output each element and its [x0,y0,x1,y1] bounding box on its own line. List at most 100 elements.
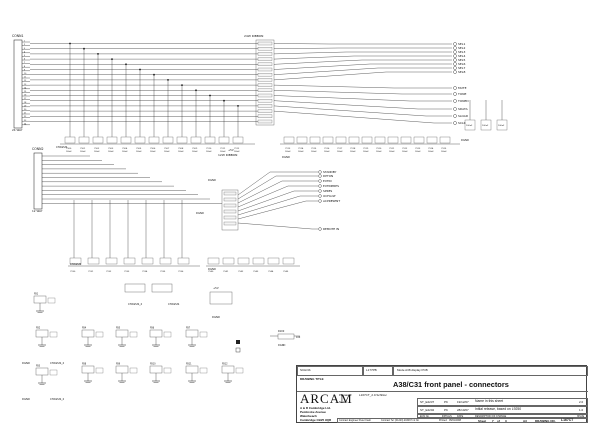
cap-id: C132 [106,271,112,273]
cap-body [105,257,118,265]
junction-dot [111,58,113,60]
ferrite-body [221,365,235,374]
net-label-sel7: SEL7 [458,66,465,70]
cap-id: C113 [285,148,291,150]
decoupling-cap [49,369,58,376]
net-label-sel4: SEL4 [458,54,465,58]
cap-body [413,136,425,144]
net-label-extin: EXTIN [323,179,332,183]
net-label-remote-in: REMOTE IN [323,227,339,231]
chassis-label-mid: CHASSIS [168,302,180,306]
pin-number: 16 [24,95,27,97]
net-port [318,194,322,198]
ferrite-label: FB9 [116,363,121,366]
right-cap-body [464,119,476,131]
cap-id: C141 [223,271,229,273]
cap-value: 100nF [363,151,369,153]
cap-id: C140 [208,271,214,273]
pin-number: 21 [24,113,26,115]
cap-id: C112 [234,148,240,150]
cap-id: C114 [298,148,304,150]
cap-body [92,136,104,144]
pin-number: 1 [24,41,25,43]
ferrite-label: FB1 [34,293,39,296]
net-label-acpresent: ACPRESENT [323,199,340,203]
printed-label: Printed: [439,419,448,422]
ferrite-label: FB5 [116,327,121,330]
net-port [453,54,457,58]
cap-id: C116 [324,148,330,150]
cap-body [222,257,235,265]
ferrite-label: FB2 [36,327,41,330]
resistor-element [257,78,273,82]
resistor-element [223,191,237,196]
cap-id: C107 [164,148,170,150]
cap-id: C143 [253,271,259,273]
pin-number: 2 [24,44,25,46]
right-cap-value: 100nF [482,125,489,127]
sheet-no: 7 [492,418,494,423]
cap-body [252,257,265,265]
cap-id: C109 [192,148,198,150]
fanout-wire [273,105,427,117]
net-port [453,92,457,96]
cap-body [282,257,295,265]
rev1-issue: 2.0 [579,400,584,404]
net-label-sel6: SEL6 [458,62,465,66]
cap-value: 100nF [415,151,421,153]
right-cap-body [496,119,508,131]
rev1-desc: Name in this sheet [475,399,504,403]
chassis-label-upper: CHASSIS [56,145,68,149]
rev-header-desc: DESCRIPTION OF CHANGE [475,414,507,418]
fanout-wire [273,100,419,110]
connector-lower-type: 12 WAY [32,209,43,213]
fanout-wire [237,222,313,230]
net-label-sel2: SEL2 [458,46,465,50]
cap-id: C131 [88,271,94,273]
cap-id: C115 [311,148,317,150]
test-point [235,347,241,353]
drawing-no: L167CT [561,418,574,422]
ferrite-body [81,365,95,374]
resistor-r100 [277,333,295,340]
cap-body [267,257,280,265]
net-label-sclk: SCLK [458,121,467,125]
cap-body [134,136,146,144]
vref-label: +5V [228,148,234,152]
net-port [453,42,457,46]
cap-id: C122 [402,148,408,150]
net-port [453,66,457,70]
fanout-wire [237,175,277,200]
pin-number: 7 [24,62,25,64]
junction-dot [125,63,127,66]
decoupling-cap [129,367,138,374]
resistor-element [257,114,273,118]
net-label-tone: TONE [457,92,466,96]
net-port [453,62,457,66]
cap-body [322,136,334,144]
filename-label: Filename: [339,393,353,397]
cap-value: 100nF [441,151,447,153]
resistor-element [257,83,273,87]
fanout-wire [273,59,363,65]
notes-label: Notes: [339,400,348,404]
cap-value: 100nF [220,151,226,153]
project-desc: Mode A38 display PCB [397,368,428,372]
title-block: SCH/4b L177PB Mode A38 display PCB DRAWI… [296,365,588,423]
junction-dot [139,68,141,71]
pin-number: 14 [24,87,27,89]
ferrite-label: FB10 [150,363,156,366]
net-port [453,50,457,54]
cap-value: 100nF [66,151,72,153]
ferrite-body [115,365,129,374]
drawing-title: A38/C31 front panel - connectors [393,380,509,389]
resistor-element [223,209,237,214]
net-port [453,99,457,103]
resistor-element [223,197,237,202]
net-label-toned: TONED [457,99,469,103]
cap-id: C117 [337,148,343,150]
resistor-element [257,47,273,51]
resistor-r100-name: R100 [278,330,285,333]
